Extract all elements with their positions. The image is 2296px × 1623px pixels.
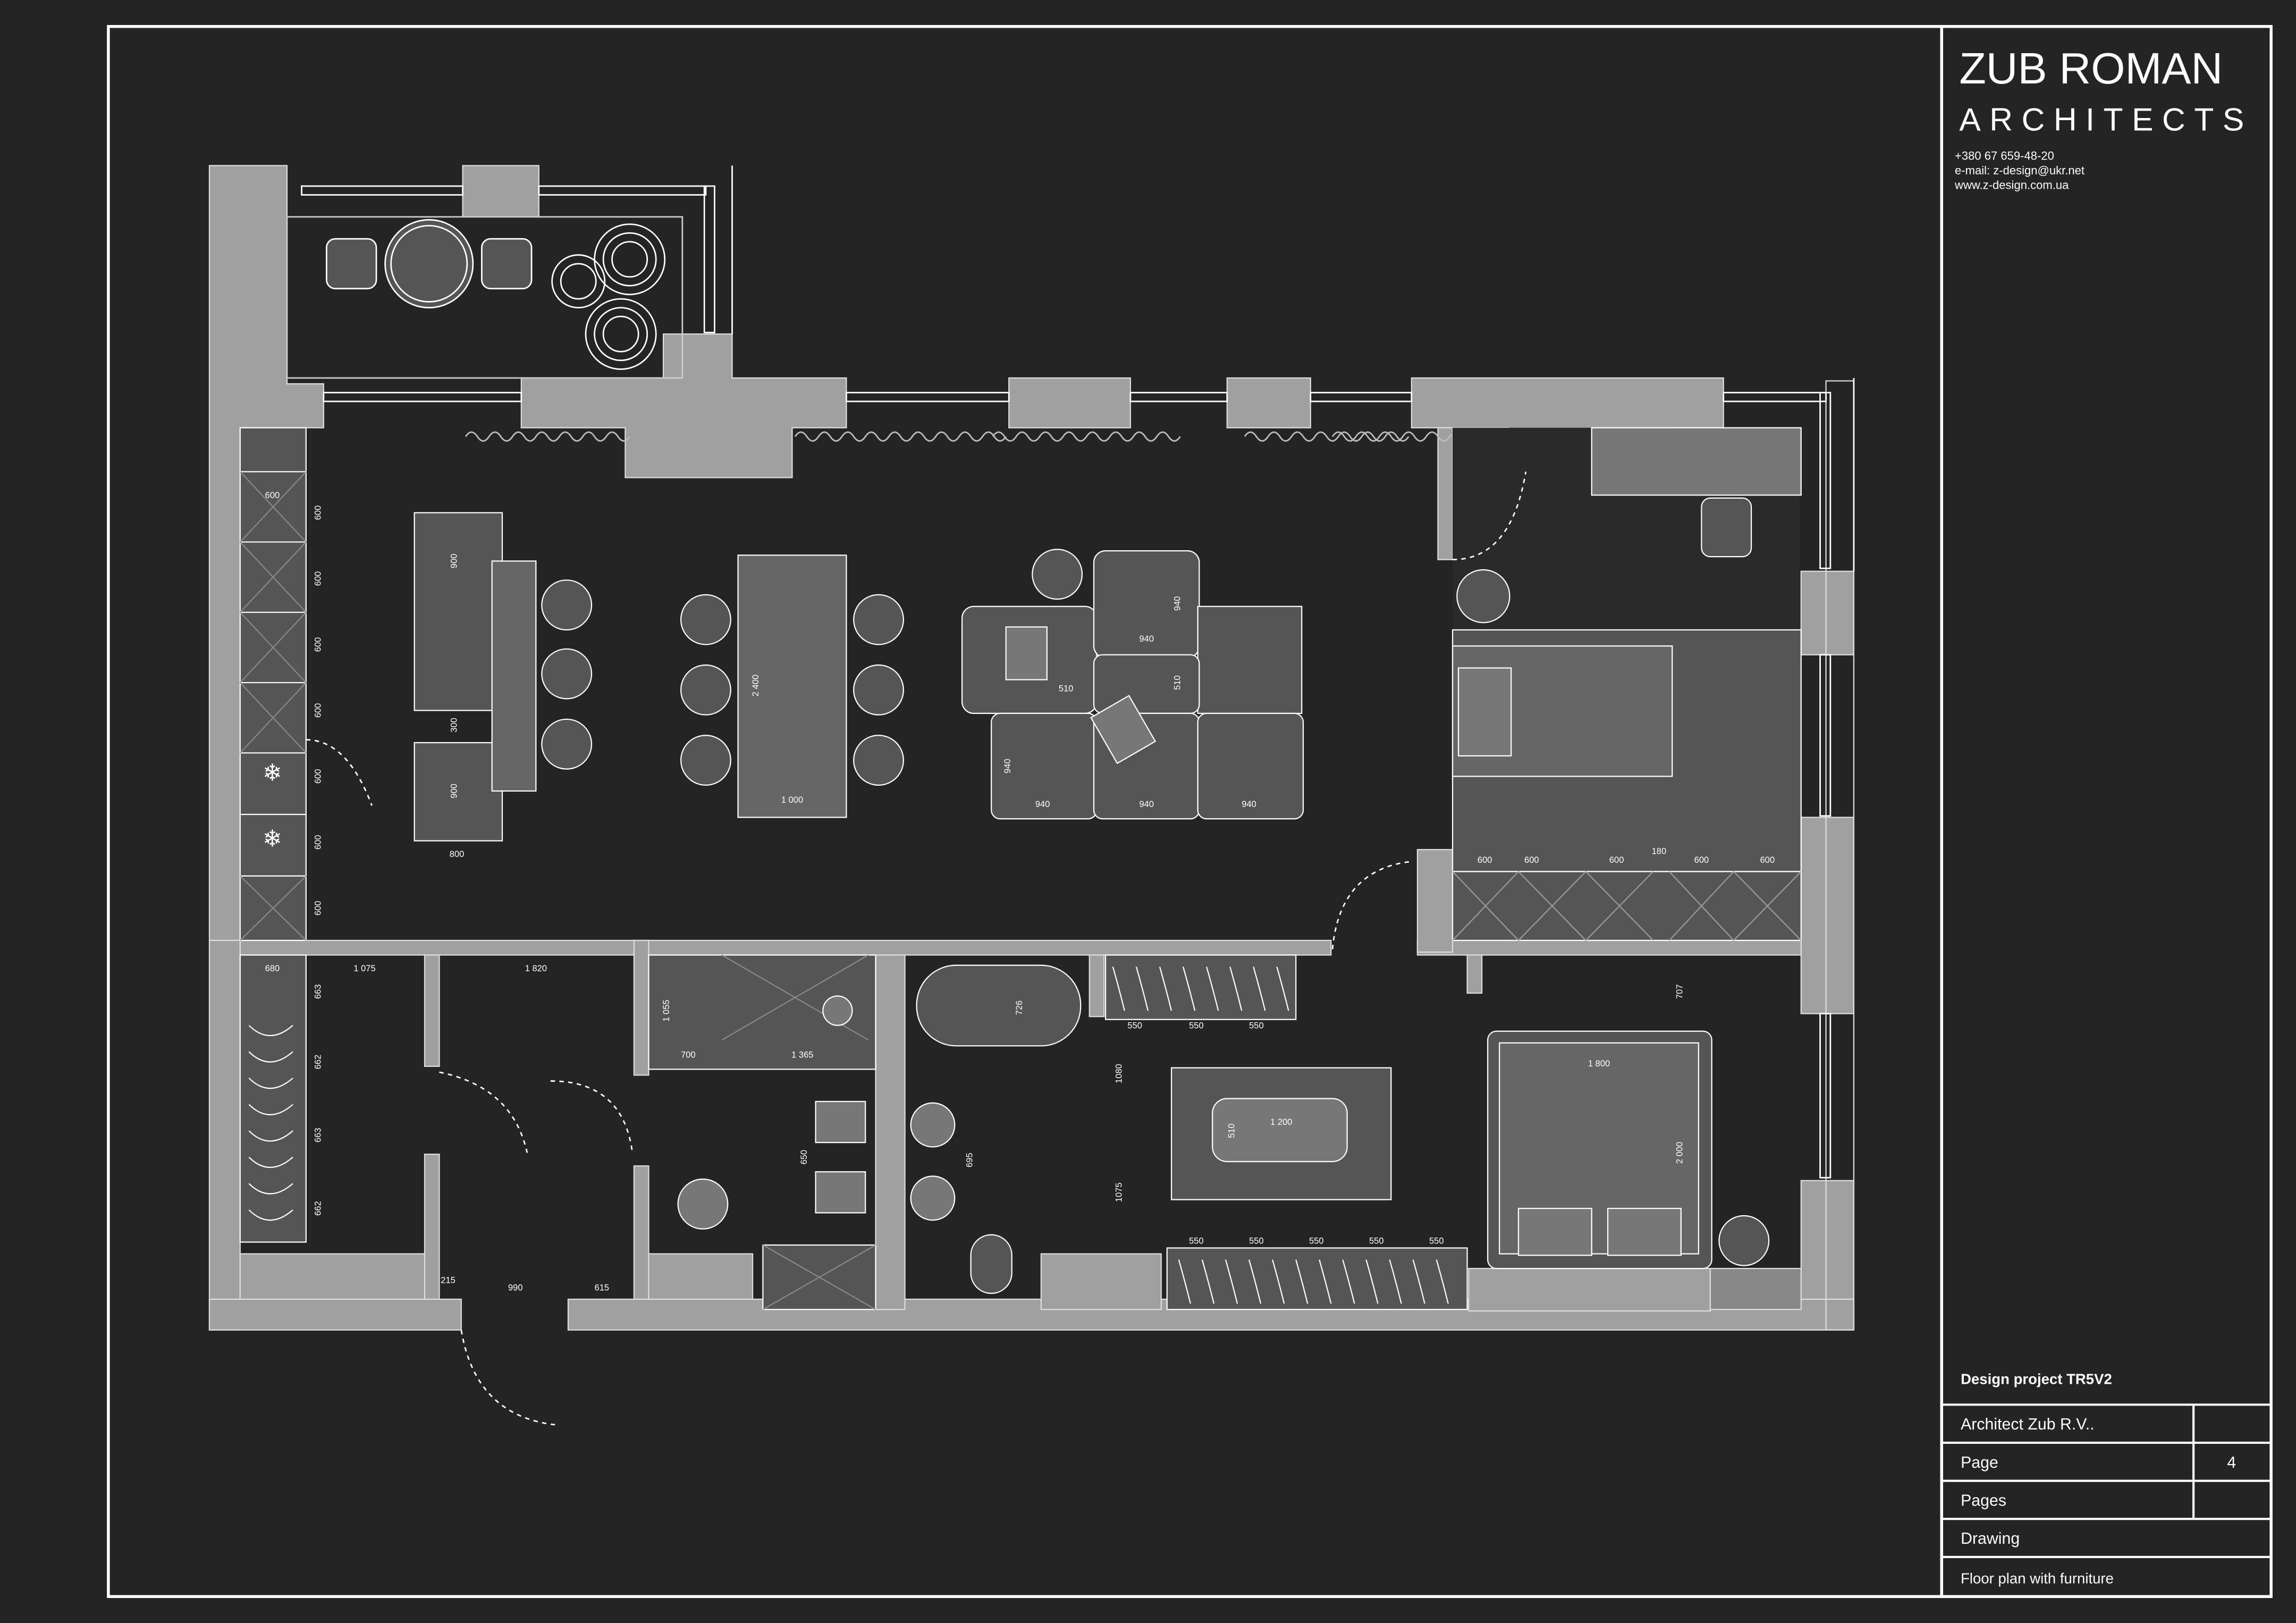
doors [306, 472, 1527, 1426]
bedroom-1 [1451, 427, 1802, 941]
dim-wic-top-0: 550 [1127, 1020, 1142, 1030]
dim-sofa-940-c: 940 [1035, 799, 1050, 809]
dim-island-900-b: 900 [449, 784, 459, 798]
page-label: Page [1961, 1454, 1998, 1471]
firm-phone: +380 67 659-48-20 [1955, 149, 2054, 162]
dim-hall-1075: 1 075 [353, 963, 375, 973]
dim-bath-726: 726 [1014, 1000, 1024, 1015]
architect-label: Architect Zub R.V.. [1961, 1416, 2094, 1433]
dim-bed1-180: 180 [1652, 846, 1667, 856]
dim-sofa-510-b: 510 [1172, 675, 1183, 690]
dim-wic-bottom-2: 550 [1309, 1235, 1324, 1246]
dim-sofa-940-e: 940 [1242, 799, 1256, 809]
svg-text:❄: ❄ [263, 826, 282, 852]
dim-bath-695: 695 [964, 1153, 974, 1167]
dim-bed1-w3: 600 [1694, 855, 1709, 865]
dim-kitchen-cab-top: 600 [265, 490, 280, 500]
dim-wic-510: 510 [1227, 1123, 1237, 1138]
hall-wardrobe [239, 954, 307, 1243]
dim-wic-bottom-0: 550 [1189, 1235, 1204, 1246]
page-value: 4 [2227, 1454, 2236, 1471]
dim-sofa-940-b: 940 [1172, 596, 1183, 611]
dim-sofa-940-side: 940 [1002, 759, 1012, 773]
bathroom-2 [910, 964, 1082, 1294]
dim-wic-top-1: 550 [1189, 1020, 1204, 1030]
dim-sofa-940-d: 940 [1139, 799, 1154, 809]
dim-cab-4: 600 [313, 769, 323, 784]
window-lines [301, 165, 1855, 1179]
dim-hall-662-b: 662 [313, 1201, 323, 1216]
dim-bed1-w0: 600 [1478, 855, 1492, 865]
dim-cab-0: 600 [313, 506, 323, 520]
drawing-title: Floor plan with furniture [1961, 1570, 2114, 1586]
dim-table-2400: 2 400 [750, 675, 761, 696]
firm-name-line2: ARCHITECTS [1959, 101, 2253, 137]
dim-cab-1: 600 [313, 571, 323, 586]
dim-hall-663-b: 663 [313, 1128, 323, 1143]
dim-entry-990: 990 [508, 1282, 523, 1292]
dimensions: 600 800 2 400 1 000 900 300 900 940 940 … [265, 490, 1775, 1293]
dim-shower-1055: 1 055 [661, 1000, 671, 1022]
firm-email: e-mail: z-design@ukr.net [1955, 164, 2084, 177]
dim-wic-bottom-4: 550 [1429, 1235, 1444, 1246]
drawing-label: Drawing [1961, 1530, 2020, 1548]
dim-cab-6: 600 [313, 901, 323, 916]
dim-sofa-510-a: 510 [1059, 684, 1074, 694]
walls [208, 165, 1855, 1331]
curtains [465, 431, 1521, 442]
sofa [961, 549, 1304, 820]
firm-web: www.z-design.com.ua [1954, 179, 2069, 192]
dim-hall-662-a: 662 [313, 1055, 323, 1070]
svg-text:❄: ❄ [263, 760, 282, 786]
dim-cab-5: 600 [313, 835, 323, 850]
project-title: Design project TR5V2 [1961, 1371, 2112, 1387]
dining-table [680, 554, 905, 818]
dim-table-1000: 1 000 [781, 795, 803, 805]
dim-island-800: 800 [450, 849, 465, 859]
dim-hall-663-a: 663 [313, 985, 323, 999]
bedroom-2 [1487, 1030, 1770, 1269]
title-block-grid [1942, 1403, 2272, 1558]
dim-wic-1200: 1 200 [1270, 1117, 1292, 1127]
kitchen-island [413, 512, 593, 842]
dim-hall-680: 680 [265, 963, 280, 973]
dim-wc-650: 650 [799, 1150, 809, 1165]
dim-bed2-707: 707 [1675, 985, 1685, 999]
dim-wic-1080: 1080 [1113, 1064, 1124, 1083]
firm-name-line1: ZUB ROMAN [1959, 44, 2223, 93]
dim-bed1-w4: 600 [1760, 855, 1775, 865]
drawing-frame [107, 25, 2273, 1598]
dim-bed2-1800: 1 800 [1588, 1058, 1610, 1069]
dim-bed1-w1: 600 [1524, 855, 1539, 865]
dim-island-900-a: 900 [449, 554, 459, 569]
dim-shower-700: 700 [681, 1049, 696, 1059]
dim-island-300: 300 [449, 718, 459, 733]
dim-cab-3: 600 [313, 703, 323, 718]
bathroom-1 [648, 954, 876, 1310]
kitchen-cab-dims: 600 600 600 600 600 600 600 [313, 506, 323, 915]
title-block: ZUB ROMAN ARCHITECTS +380 67 659-48-20 e… [1942, 44, 2272, 1586]
dim-cab-2: 600 [313, 637, 323, 652]
dim-wic-top-2: 550 [1249, 1020, 1264, 1030]
walk-in-closet [1105, 954, 1468, 1310]
balcony-furniture [286, 216, 683, 379]
dim-sofa-940-a: 940 [1139, 634, 1154, 644]
pages-label: Pages [1961, 1492, 2006, 1509]
dim-entry-615: 615 [595, 1282, 610, 1292]
dim-hall-1820: 1 820 [525, 963, 547, 973]
dim-bed1-w2: 600 [1609, 855, 1624, 865]
dim-shower-1365: 1 365 [791, 1049, 813, 1059]
dim-wic-1075: 1075 [1113, 1182, 1124, 1202]
dim-wic-bottom-3: 550 [1369, 1235, 1384, 1246]
dim-wic-bottom-1: 550 [1249, 1235, 1264, 1246]
kitchen-cabinets: ❄ ❄ [239, 427, 307, 941]
dim-entry-215: 215 [441, 1275, 455, 1285]
dim-bed2-2000: 2 000 [1675, 1142, 1685, 1164]
